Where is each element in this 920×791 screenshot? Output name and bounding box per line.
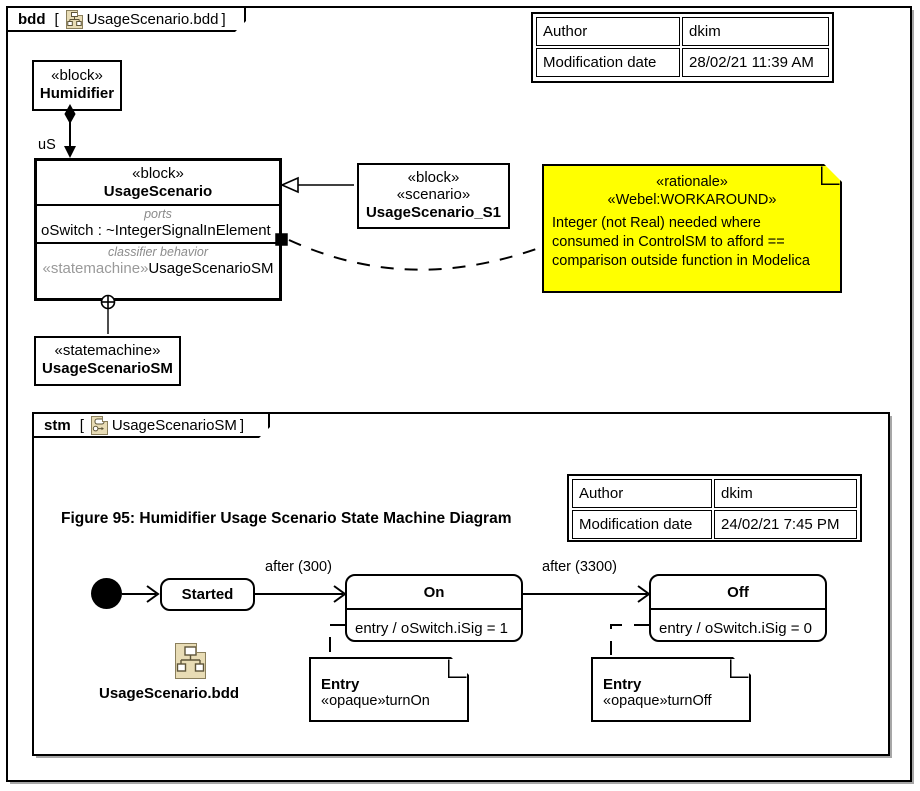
composition-connector-uS bbox=[64, 103, 76, 158]
entry-note-turn-on[interactable]: Entry «opaque»turnOn bbox=[309, 657, 469, 722]
stm-metadata-label-modification-date: Modification date bbox=[572, 510, 713, 539]
block-usage-scenario-sm-stereotype: «statemachine» bbox=[54, 342, 161, 359]
block-usage-scenario-name: UsageScenario bbox=[103, 182, 213, 200]
state-on-name: On bbox=[423, 583, 445, 601]
state-on-separator bbox=[347, 608, 521, 610]
block-usage-scenario-stereotype: «block» bbox=[132, 165, 184, 182]
note-anchor-dashed bbox=[288, 239, 540, 271]
transition-started-to-on bbox=[255, 585, 347, 603]
bdd-file-reference-icon[interactable] bbox=[175, 643, 206, 679]
state-started[interactable]: Started bbox=[160, 578, 255, 611]
classifier-behavior-value[interactable]: «statemachine»UsageScenarioSM bbox=[37, 260, 279, 277]
state-off[interactable]: Off entry / oSwitch.iSig = 0 bbox=[649, 574, 827, 642]
block-usage-scenario-sm[interactable]: «statemachine» UsageScenarioSM bbox=[34, 336, 181, 386]
table-row: Modification date 28/02/21 11:39 AM bbox=[536, 48, 829, 77]
metadata-value-author: dkim bbox=[682, 17, 829, 46]
stm-metadata-value-modification-date: 24/02/21 7:45 PM bbox=[714, 510, 857, 539]
rationale-line-2: consumed in ControlSM to afford == bbox=[552, 234, 785, 251]
port-oswitch[interactable]: oSwitch : ~IntegerSignalInElement bbox=[41, 222, 271, 240]
table-row: Author dkim bbox=[572, 479, 857, 508]
figure-caption: Figure 95: Humidifier Usage Scenario Sta… bbox=[61, 510, 512, 527]
state-off-separator bbox=[651, 608, 825, 610]
ports-compartment-title: ports bbox=[144, 207, 172, 222]
transition-on-to-off bbox=[523, 585, 651, 603]
transition-label-after-3300: after (3300) bbox=[542, 559, 617, 575]
bdd-metadata-table: Author dkim Modification date 28/02/21 1… bbox=[531, 12, 834, 83]
classifier-behavior-stereotype: «statemachine» bbox=[42, 260, 149, 278]
association-role-label-uS: uS bbox=[38, 137, 56, 153]
bdd-frame-tab[interactable]: bdd [ UsageScenario.bdd ] bbox=[6, 6, 246, 32]
statemachine-diagram-icon bbox=[91, 416, 108, 435]
bdd-frame-name: UsageScenario.bdd bbox=[86, 10, 219, 28]
classifier-behavior-compartment: classifier behavior «statemachine»UsageS… bbox=[37, 242, 279, 280]
block-usage-scenario-s1-name: UsageScenario_S1 bbox=[365, 203, 502, 221]
bdd-frame-kind: bdd bbox=[18, 10, 46, 28]
generalization-connector bbox=[280, 176, 354, 194]
rationale-note[interactable]: «rationale» «Webel:WORKAROUND» Integer (… bbox=[542, 164, 842, 293]
bdd-diagram-icon bbox=[66, 10, 83, 29]
stm-frame-bracket-open: [ bbox=[79, 416, 84, 434]
block-humidifier-name: Humidifier bbox=[39, 84, 115, 102]
entry-note-anchor-off bbox=[610, 624, 649, 655]
bdd-diagram-frame: bdd [ UsageScenario.bdd ] Author dkim Mo… bbox=[6, 6, 912, 782]
initial-state-icon[interactable] bbox=[91, 578, 122, 609]
entry-note-turn-on-body: «opaque»turnOn bbox=[321, 693, 430, 709]
state-on[interactable]: On entry / oSwitch.iSig = 1 bbox=[345, 574, 523, 642]
entry-note-turn-off[interactable]: Entry «opaque»turnOff bbox=[591, 657, 751, 722]
rationale-stereotype-2: «Webel:WORKAROUND» bbox=[607, 192, 777, 209]
block-usage-scenario-sm-name: UsageScenarioSM bbox=[42, 359, 173, 377]
entry-note-turn-on-title: Entry bbox=[321, 676, 360, 693]
stm-metadata-table: Author dkim Modification date 24/02/21 7… bbox=[567, 474, 862, 542]
metadata-value-modification-date: 28/02/21 11:39 AM bbox=[682, 48, 829, 77]
stm-frame-bracket-close: ] bbox=[239, 416, 245, 434]
stm-diagram-frame: stm [ UsageScenarioSM ] Author bbox=[32, 412, 890, 756]
table-row: Author dkim bbox=[536, 17, 829, 46]
transition-initial-to-started bbox=[122, 585, 160, 603]
bdd-file-reference-label[interactable]: UsageScenario.bdd bbox=[99, 685, 240, 702]
stm-metadata-value-author: dkim bbox=[714, 479, 857, 508]
entry-note-turn-off-body: «opaque»turnOff bbox=[603, 693, 712, 709]
containment-connector bbox=[100, 294, 116, 334]
entry-note-anchor-on bbox=[329, 624, 345, 655]
stm-frame-name: UsageScenarioSM bbox=[111, 416, 237, 434]
block-usage-scenario-s1-stereotype-scenario: «scenario» bbox=[396, 185, 471, 203]
ports-compartment: ports oSwitch : ~IntegerSignalInElement bbox=[37, 204, 279, 242]
metadata-label-modification-date: Modification date bbox=[536, 48, 681, 77]
block-usage-scenario-s1[interactable]: «block» «scenario» UsageScenario_S1 bbox=[357, 163, 510, 229]
bdd-frame-bracket-close: ] bbox=[221, 10, 226, 28]
rationale-line-1: Integer (not Real) needed where bbox=[552, 215, 761, 232]
state-off-name: Off bbox=[727, 583, 749, 601]
stm-frame-kind: stm bbox=[44, 416, 71, 434]
entry-note-turn-off-title: Entry bbox=[603, 676, 642, 693]
metadata-label-author: Author bbox=[536, 17, 681, 46]
block-humidifier[interactable]: «block» Humidifier bbox=[32, 60, 122, 111]
table-row: Modification date 24/02/21 7:45 PM bbox=[572, 510, 857, 539]
stm-metadata-label-author: Author bbox=[572, 479, 713, 508]
state-off-entry-action: entry / oSwitch.iSig = 0 bbox=[659, 620, 812, 637]
bdd-frame-bracket-open: [ bbox=[54, 10, 59, 28]
block-usage-scenario[interactable]: «block» UsageScenario ports oSwitch : ~I… bbox=[34, 158, 282, 301]
transition-label-after-300: after (300) bbox=[265, 559, 332, 575]
classifier-behavior-title: classifier behavior bbox=[107, 245, 209, 260]
stm-frame-tab[interactable]: stm [ UsageScenarioSM ] bbox=[32, 412, 270, 438]
state-started-name: Started bbox=[181, 586, 234, 603]
state-on-entry-action: entry / oSwitch.iSig = 1 bbox=[355, 620, 508, 637]
block-usage-scenario-s1-stereotype-block: «block» bbox=[407, 169, 460, 186]
rationale-stereotype-1: «rationale» bbox=[656, 174, 728, 190]
classifier-behavior-name: UsageScenarioSM bbox=[148, 260, 274, 278]
rationale-line-3: comparison outside function in Modelica bbox=[552, 252, 810, 269]
block-humidifier-stereotype: «block» bbox=[51, 67, 103, 84]
